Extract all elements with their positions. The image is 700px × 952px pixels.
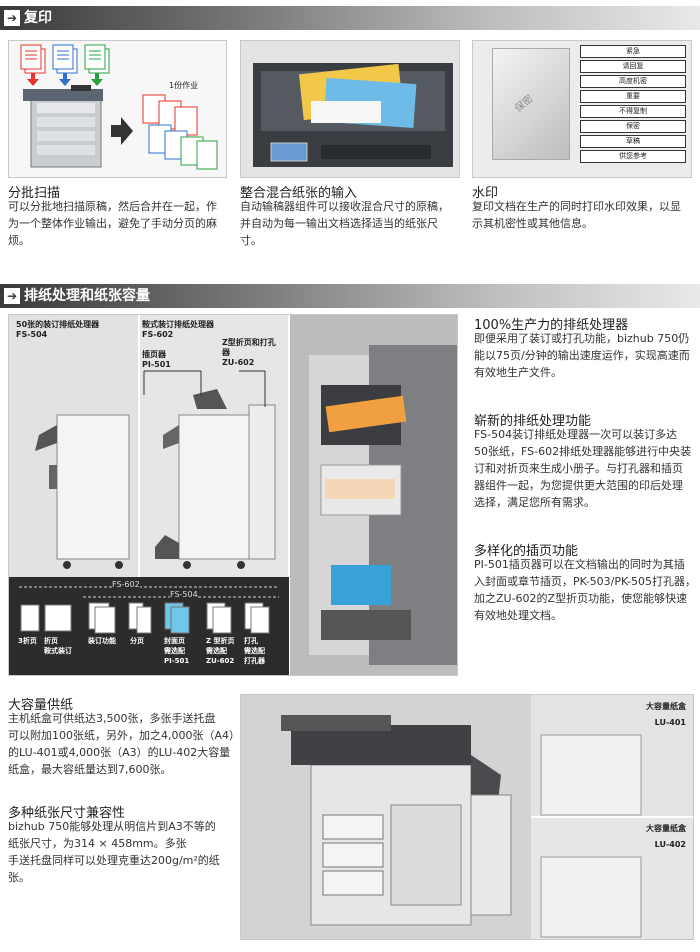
arrow-icon: ➔ — [4, 10, 20, 26]
section-title: 排纸处理和纸张容量 — [24, 288, 150, 304]
mixed-description: 自动输稿器组件可以接收混合尺寸的原稿，并自动为每一输出文档选择适当的纸张尺寸。 — [240, 200, 449, 247]
finishing-function-label: 装订功能 — [88, 637, 116, 645]
copier-with-trays-icon — [281, 715, 512, 926]
productivity-heading: 100%生产力的排纸处理器 — [474, 318, 629, 333]
watermark-option: 重要 — [580, 90, 686, 103]
finishing-function-label: 打孔 需选配 打孔器 — [244, 637, 265, 665]
inserter-description: PI-501插页器可以在文档输出的同时为其插入封面或章节插页，PK-503/PK… — [474, 558, 697, 622]
finisher-photo — [309, 345, 457, 665]
sizes-description: bizhub 750能够处理从明信片到A3不等的纸张尺寸，为314 × 458m… — [8, 820, 220, 884]
watermark-option: 保密 — [580, 120, 686, 133]
watermark-option: 供您参考 — [580, 150, 686, 163]
watermark-sample-text: 保密 — [513, 93, 536, 115]
watermark-option: 不得复制 — [580, 105, 686, 118]
fs504-machine-icon — [35, 414, 130, 569]
fs504-bracket-label: FS-504 — [170, 590, 198, 600]
watermark-option: 请回复 — [580, 60, 686, 73]
mixed-heading: 整合混合纸张的输入 — [240, 186, 358, 201]
fold-samples — [20, 602, 270, 634]
watermark-option: 高度机密 — [580, 75, 686, 88]
watermark-option: 紧急 — [580, 45, 686, 58]
paper-capacity-photo — [240, 694, 694, 940]
section-header-finishing: ➔ 排纸处理和纸张容量 — [0, 284, 700, 308]
fs602-bracket-label: FS-602 — [112, 580, 140, 590]
lu402-unit-icon — [540, 856, 642, 938]
new-functions-heading: 崭新的排纸处理功能 — [474, 414, 592, 429]
batch-scan-illustration: 1份作业 — [8, 40, 227, 178]
watermark-description: 复印文档在生产的同时打印水印效果，以显示其机密性或其他信息。 — [472, 200, 681, 230]
red-doc-stack-icon — [20, 44, 46, 86]
section-title: 复印 — [24, 10, 52, 26]
sizes-heading: 多种纸张尺寸兼容性 — [8, 806, 126, 821]
finisher-diagram — [8, 314, 458, 676]
blue-doc-stack-icon — [52, 44, 78, 86]
watermarked-page: 保密 — [492, 48, 570, 160]
finishing-function-label: Z 型折页 需选配 ZU-602 — [206, 637, 235, 665]
lu401-unit-icon — [540, 734, 642, 816]
finishing-function-label: 分页 — [130, 637, 144, 645]
batch-heading: 分批扫描 — [8, 186, 61, 201]
section-header-copy: ➔ 复印 — [0, 6, 700, 30]
finishing-function-label: 3折页 — [18, 637, 37, 645]
arrow-icon: ➔ — [4, 288, 20, 304]
mixed-originals-photo — [240, 40, 460, 178]
output-stack-icon — [142, 94, 218, 170]
watermark-option: 草稿 — [580, 135, 686, 148]
inserter-heading: 多样化的插页功能 — [474, 544, 579, 559]
productivity-description: 即便采用了装订或打孔功能，bizhub 750仍能以75页/分钟的输出速度运作，… — [474, 332, 690, 379]
right-arrow-icon — [111, 117, 133, 145]
capacity-heading: 大容量供纸 — [8, 698, 74, 713]
green-doc-stack-icon — [84, 44, 110, 86]
finishing-function-label: 封面页 需选配 PI-501 — [164, 637, 190, 665]
capacity-description: 主机纸盒可供纸达3,500张，多张手送托盘可以附加100张纸，另外，加之4,00… — [8, 712, 241, 776]
batch-description: 可以分批地扫描原稿，然后合并在一起，作为一个整体作业输出，避免了手动分页的麻烦。 — [8, 200, 217, 247]
watermark-heading: 水印 — [472, 186, 499, 201]
fs602-machine-icon — [155, 389, 276, 569]
batch-job-label: 1份作业 — [169, 81, 199, 90]
copier-icon — [23, 85, 103, 168]
finishing-function-label: 折页 鞍式装订 — [44, 637, 72, 655]
